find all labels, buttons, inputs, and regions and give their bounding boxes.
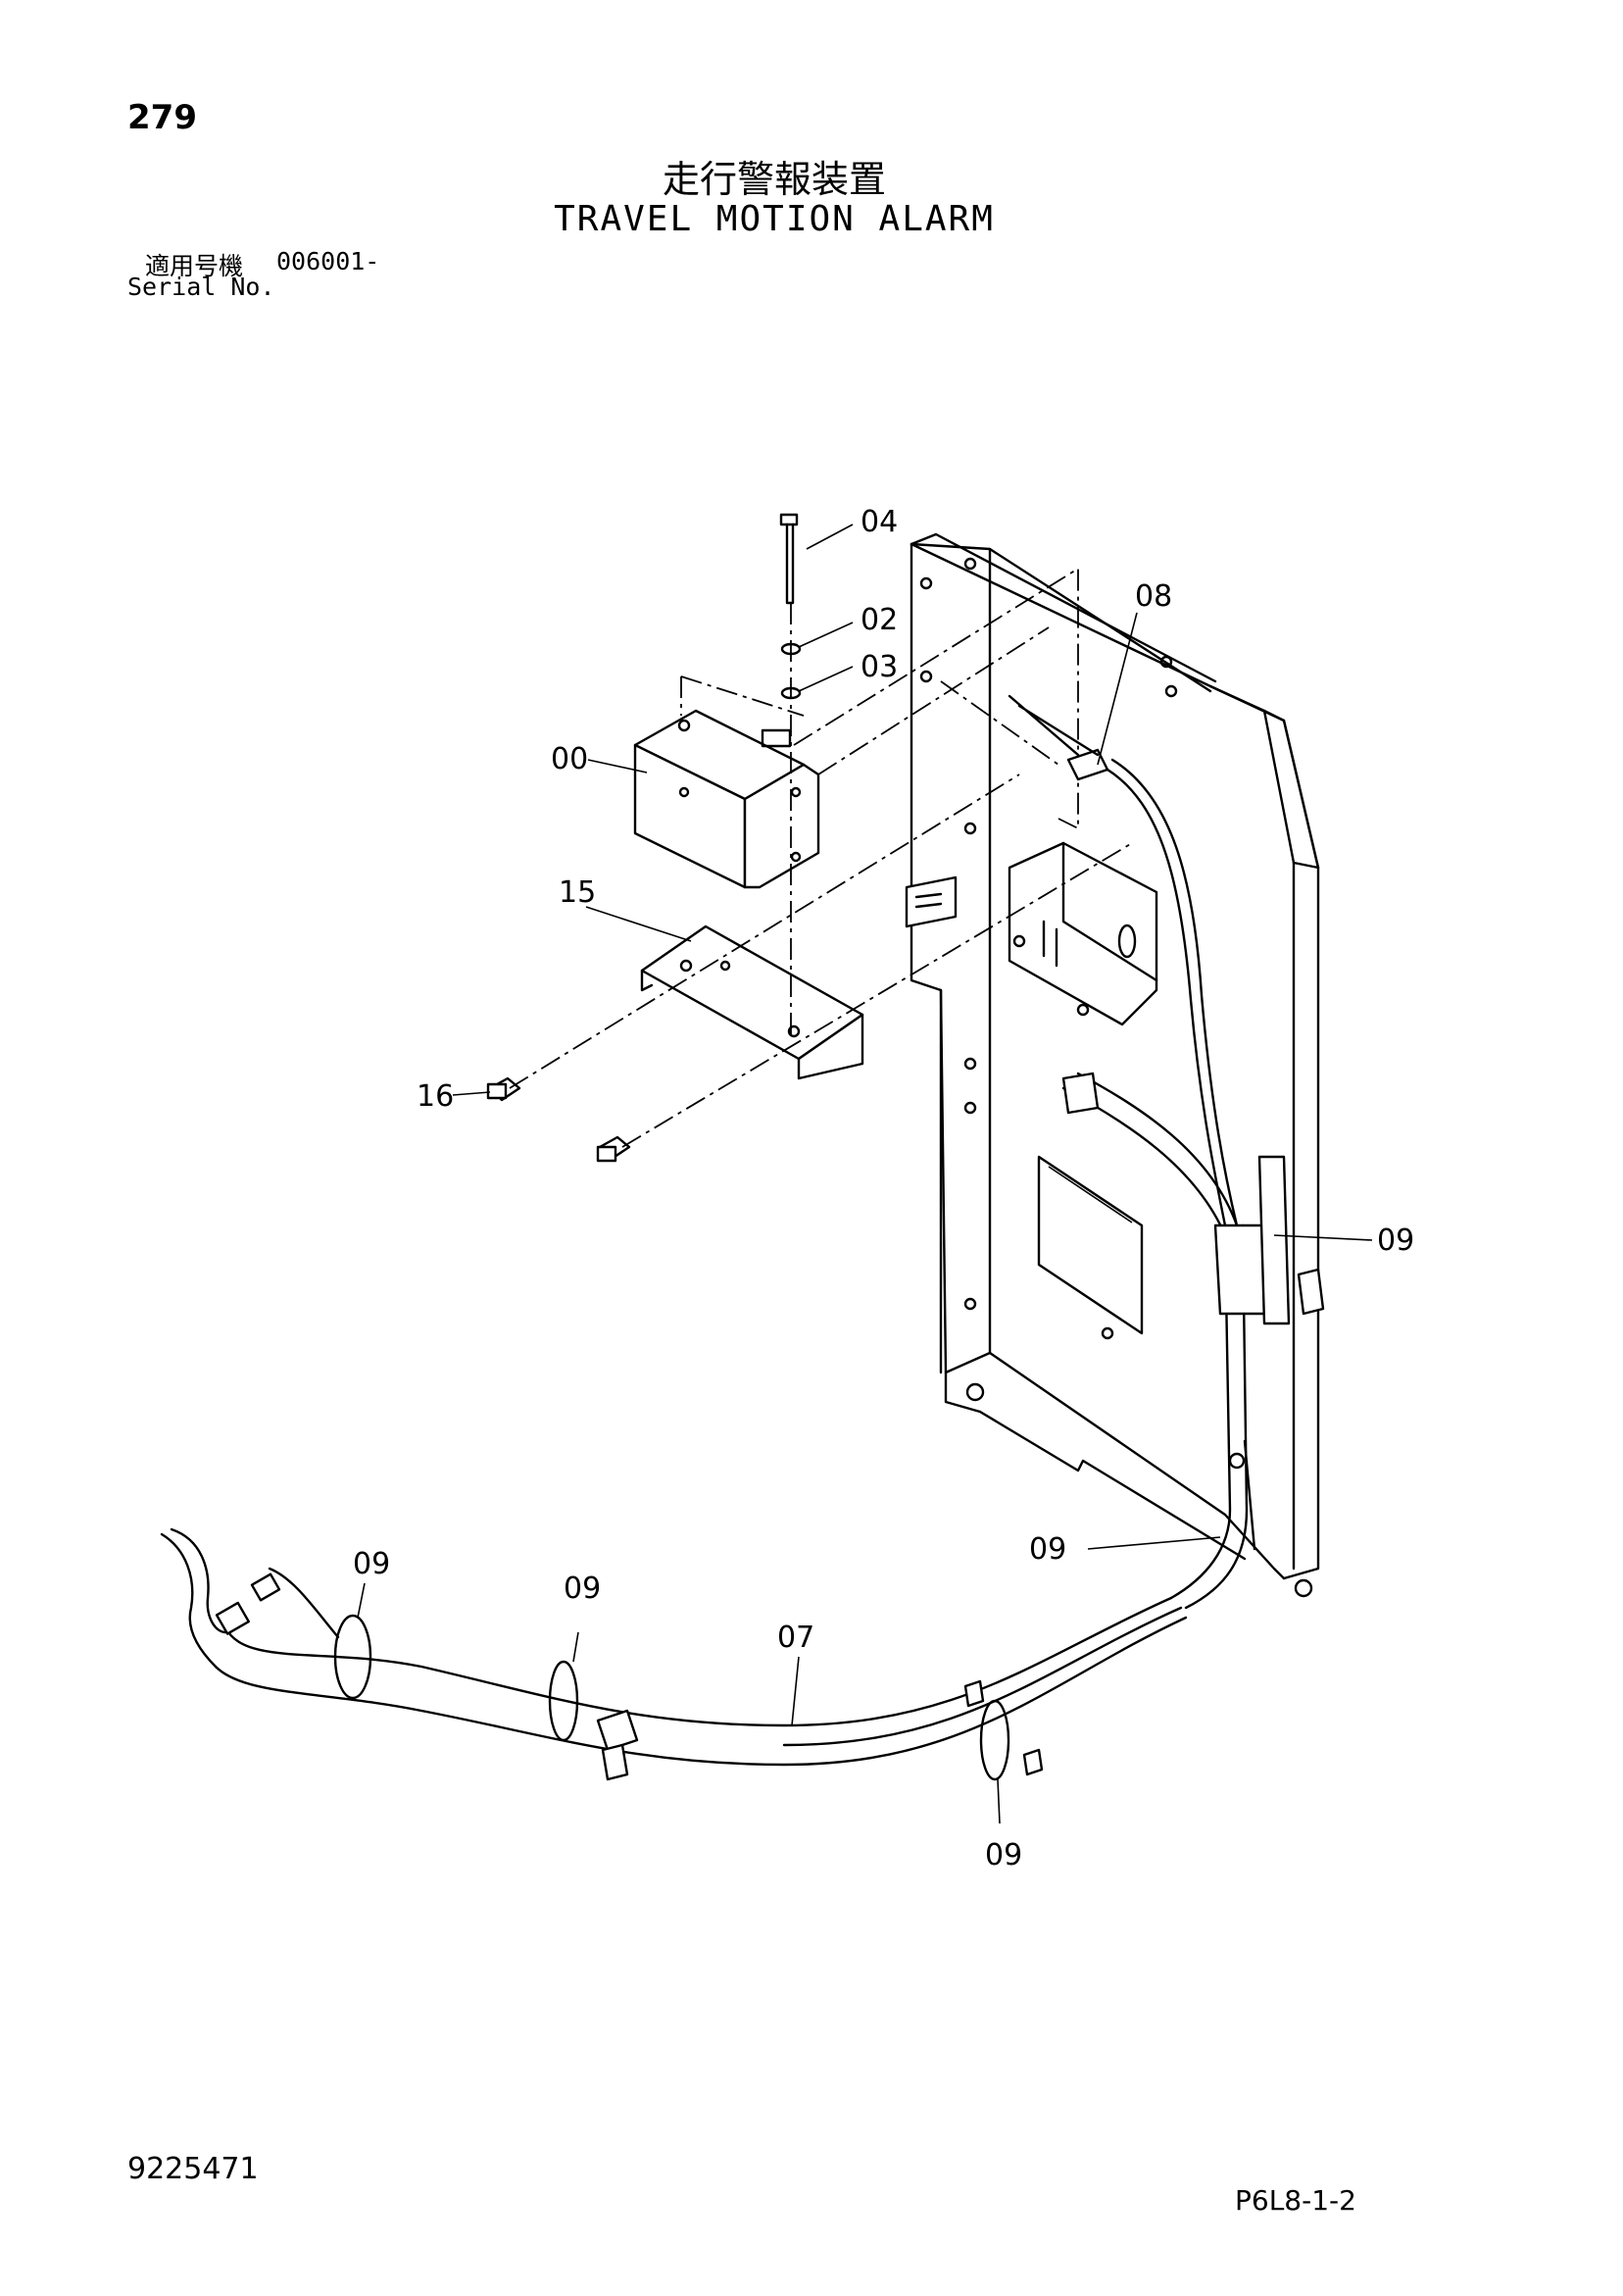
callout-04: 04 (861, 505, 898, 539)
title-english: TRAVEL MOTION ALARM (554, 199, 995, 239)
leader-lines (357, 524, 1373, 1824)
mounting-plate (910, 532, 1320, 1598)
bolts-16 (486, 1076, 631, 1163)
page-number: 279 (127, 98, 197, 137)
plate-bracket (905, 841, 1158, 1026)
callout-07: 07 (777, 1621, 814, 1655)
callout-09-right: 09 (1377, 1223, 1414, 1258)
callout-15: 15 (559, 875, 596, 910)
document-number: 9225471 (127, 2152, 259, 2186)
callout-08: 08 (1135, 579, 1172, 614)
callout-00: 00 (551, 742, 588, 776)
harness-cable (1061, 758, 1325, 1610)
callout-02: 02 (861, 603, 898, 637)
callout-09-lower-right: 09 (1029, 1532, 1066, 1567)
callout-16: 16 (417, 1079, 454, 1114)
serial-value: 006001- (276, 247, 380, 275)
callout-09-bottom: 09 (985, 1838, 1022, 1872)
page-code: P6L8-1-2 (1235, 2184, 1356, 2217)
serial-label-english: Serial No. (127, 273, 275, 301)
title-japanese: 走行警報装置 (662, 158, 886, 201)
bracket-15 (640, 924, 864, 1080)
clip-08 (1008, 694, 1109, 781)
alarm-unit (633, 709, 820, 889)
callout-09-center-left: 09 (564, 1572, 601, 1606)
harness-07 (160, 1527, 1188, 1781)
callout-03: 03 (861, 650, 898, 684)
serial-label-japanese: 適用号機 (145, 252, 244, 280)
callout-labels: 04 02 03 08 00 15 16 09 09 09 09 07 09 (353, 505, 1414, 1872)
callout-09-left: 09 (353, 1547, 390, 1581)
center-lines (509, 567, 1133, 1148)
